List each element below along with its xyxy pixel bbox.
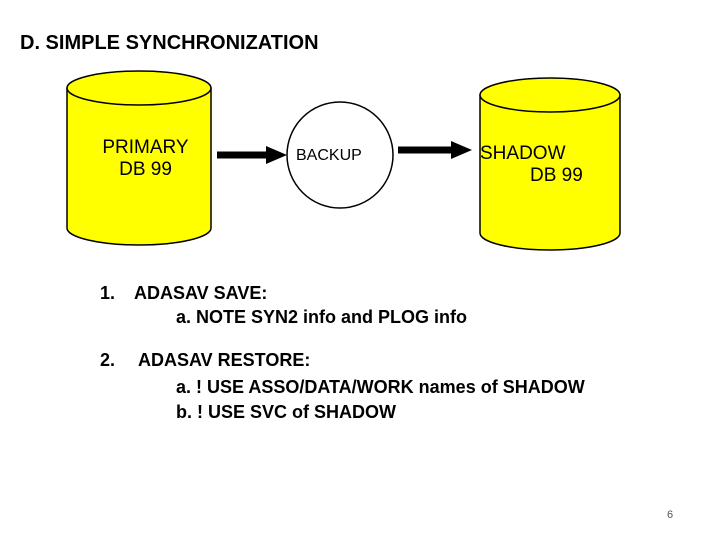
- step-2-heading: ADASAV RESTORE:: [138, 350, 311, 370]
- step-1-item-a: a. NOTE SYN2 info and PLOG info: [176, 307, 468, 327]
- primary-db-label: PRIMARY DB 99: [93, 137, 198, 181]
- step-2-item-a: a. ! USE ASSO/DATA/WORK names of SHADOW: [176, 377, 585, 397]
- step-2-item-b: b. ! USE SVC of SHADOW: [176, 402, 396, 422]
- shadow-db-label: SHADOW DB 99: [480, 143, 605, 187]
- backup-label: BACKUP: [296, 147, 362, 164]
- shadow-db-name: SHADOW: [480, 143, 566, 164]
- step-1-heading: ADASAV SAVE:: [134, 283, 268, 303]
- step-2-number: 2.: [100, 350, 116, 370]
- page-number: 6: [667, 509, 674, 521]
- arrow-backup-to-shadow: [398, 141, 472, 159]
- primary-db-name: PRIMARY: [102, 137, 189, 158]
- slide-title: D. SIMPLE SYNCHRONIZATION: [20, 32, 319, 54]
- primary-db-number: DB 99: [119, 159, 172, 180]
- shadow-db-cylinder: [479, 77, 621, 251]
- primary-db-cylinder: [66, 70, 212, 246]
- step-1-number: 1.: [100, 283, 116, 303]
- shadow-db-number: DB 99: [530, 165, 583, 186]
- arrow-primary-to-backup: [217, 146, 287, 164]
